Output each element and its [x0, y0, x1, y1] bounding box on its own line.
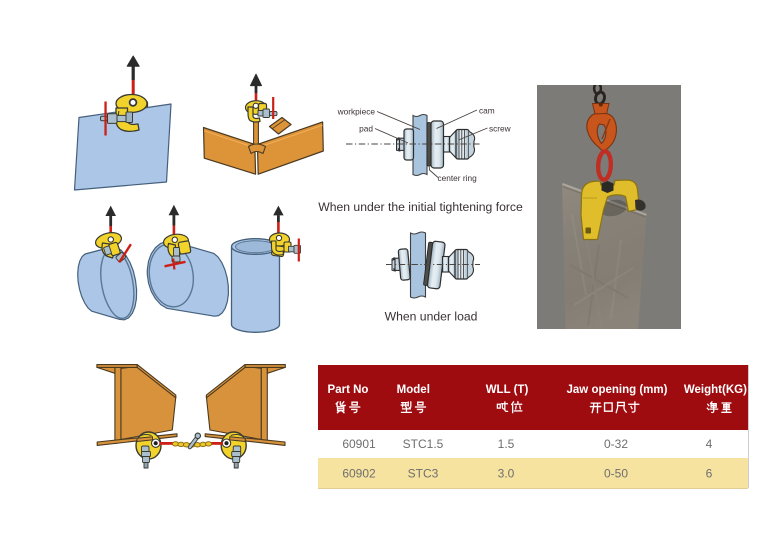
svg-text:60902: 60902	[342, 467, 376, 481]
svg-text:pad: pad	[359, 124, 373, 134]
svg-text:screw: screw	[489, 124, 512, 134]
svg-text:When under the initial tighten: When under the initial tightening force	[318, 200, 523, 214]
svg-text:0-50: 0-50	[604, 467, 628, 481]
svg-text:STC1.5: STC1.5	[403, 437, 444, 451]
svg-text:3.0: 3.0	[498, 467, 515, 481]
svg-text:Model: Model	[397, 384, 430, 396]
svg-text:1.5: 1.5	[498, 437, 515, 451]
svg-text:When under load: When under load	[385, 310, 478, 324]
svg-text:STC3: STC3	[408, 467, 439, 481]
svg-text:Jaw opening (mm): Jaw opening (mm)	[567, 384, 668, 396]
svg-text:workpiece: workpiece	[337, 107, 376, 117]
svg-text:WLL (T): WLL (T)	[486, 384, 529, 396]
svg-text:6: 6	[706, 467, 713, 481]
svg-text:center ring: center ring	[438, 173, 478, 183]
svg-text:Part No: Part No	[328, 384, 369, 396]
svg-text:Weight(KG): Weight(KG)	[684, 384, 747, 396]
svg-text:0-32: 0-32	[604, 437, 628, 451]
svg-text:cam: cam	[479, 106, 495, 116]
svg-text:4: 4	[706, 437, 713, 451]
svg-text:60901: 60901	[342, 437, 376, 451]
